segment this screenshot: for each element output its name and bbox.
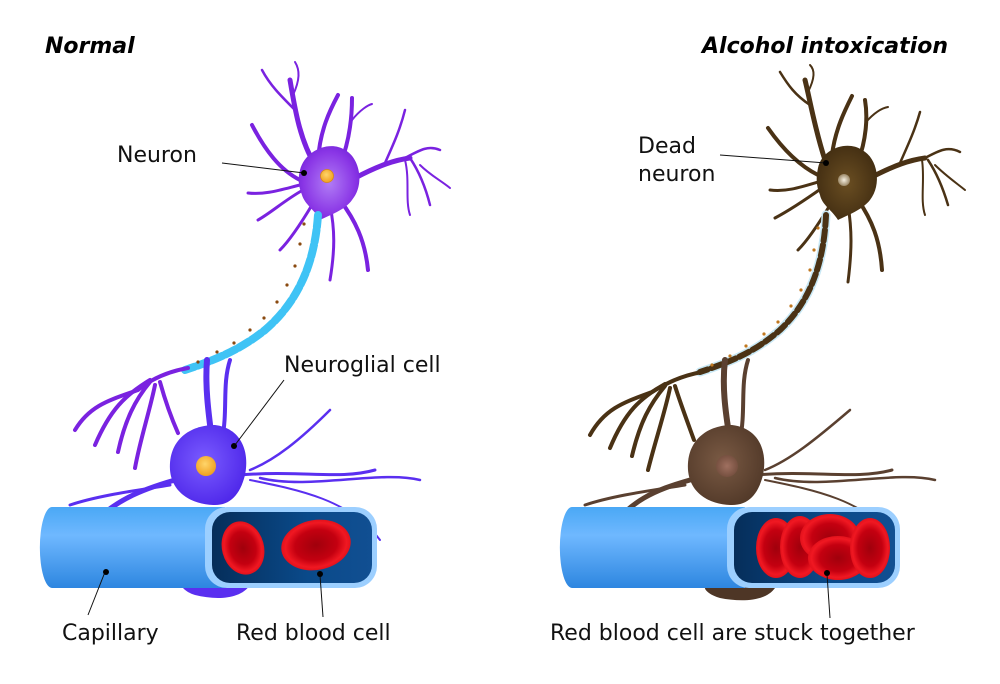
heading-normal: Normal <box>45 34 135 59</box>
dead-axon <box>695 210 831 377</box>
normal-axon <box>181 211 322 374</box>
dead-axon-terminals <box>588 370 704 472</box>
normal-neuron <box>246 61 451 282</box>
normal-neuroglial-cell <box>68 357 422 598</box>
stuck-red-blood-cells <box>756 514 890 580</box>
label-red-blood-cell: Red blood cell <box>236 621 391 646</box>
label-dead-neuron-line2: neuron <box>638 162 716 187</box>
dead-capillary <box>559 507 900 588</box>
label-neuroglial-cell: Neuroglial cell <box>284 353 441 378</box>
label-dead-neuron-line1: Dead <box>638 134 696 159</box>
label-neuron: Neuron <box>117 143 197 168</box>
neuron-nucleus <box>320 169 334 183</box>
dead-neuron <box>766 64 966 284</box>
normal-red-blood-cells <box>221 519 351 575</box>
heading-alcohol-intoxication: Alcohol intoxication <box>702 34 948 59</box>
normal-capillary <box>39 507 377 588</box>
label-dead-neuron: Dead neuron <box>638 133 715 189</box>
label-rbc-stuck-together: Red blood cell are stuck together <box>550 621 915 646</box>
label-capillary: Capillary <box>62 621 159 646</box>
leader-lines <box>87 154 831 619</box>
normal-axon-terminals <box>73 366 190 470</box>
